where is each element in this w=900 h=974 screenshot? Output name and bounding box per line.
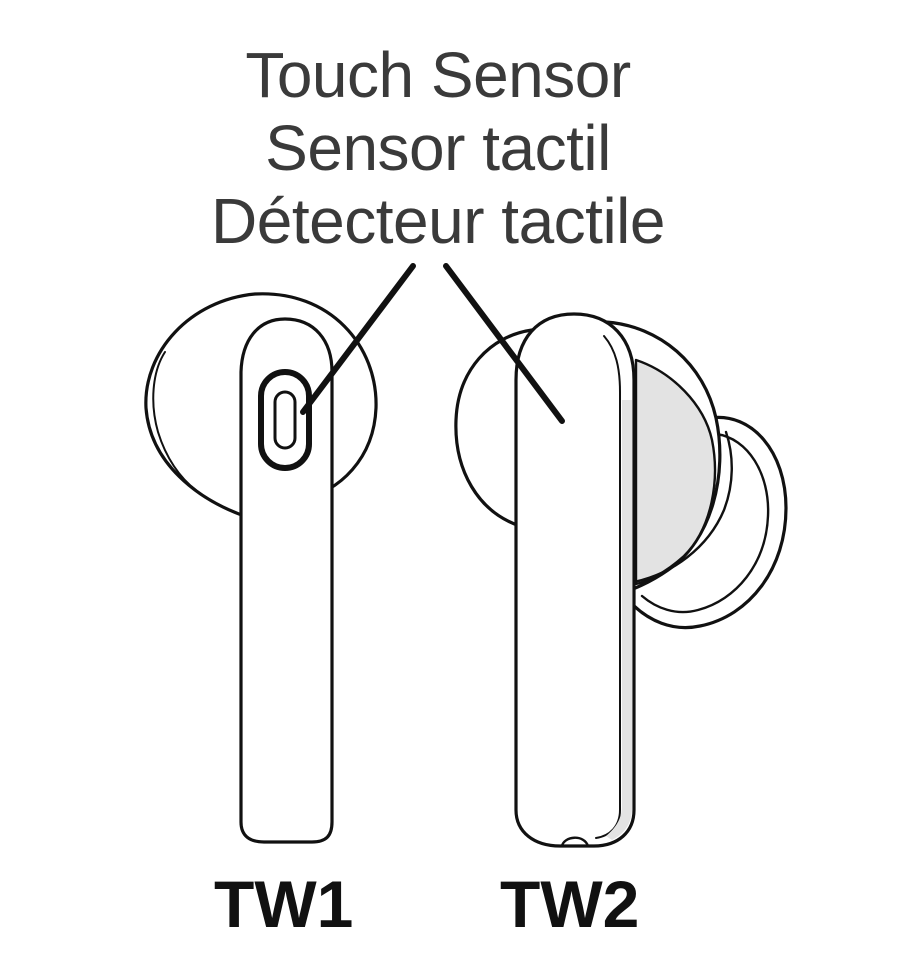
tw2-microphone-port xyxy=(560,836,590,848)
touch-sensor-label-english: Touch Sensor xyxy=(245,39,631,111)
tw1-touch-sensor-pad xyxy=(258,369,312,471)
tw2-label: TW2 xyxy=(500,867,640,941)
tw1-ear-piece-rim xyxy=(152,351,197,491)
earbud-tw1 xyxy=(144,292,378,844)
tw2-stem-highlight xyxy=(595,335,621,839)
pointer-line-tw1 xyxy=(300,263,416,415)
tw2-body-contour xyxy=(632,430,733,584)
tw1-stem xyxy=(239,317,334,844)
tw2-ear-tip-inner xyxy=(640,432,770,614)
tw1-touch-sensor-inner xyxy=(273,390,297,450)
tw2-stem-shading xyxy=(606,400,632,840)
touch-sensor-label-french: Détecteur tactile xyxy=(211,185,665,257)
touch-sensor-label-spanish: Sensor tactil xyxy=(265,112,611,184)
tw1-label: TW1 xyxy=(214,867,354,941)
tw2-stem xyxy=(514,312,636,848)
pointer-line-tw2 xyxy=(443,263,565,424)
earbud-tw2 xyxy=(454,312,788,848)
